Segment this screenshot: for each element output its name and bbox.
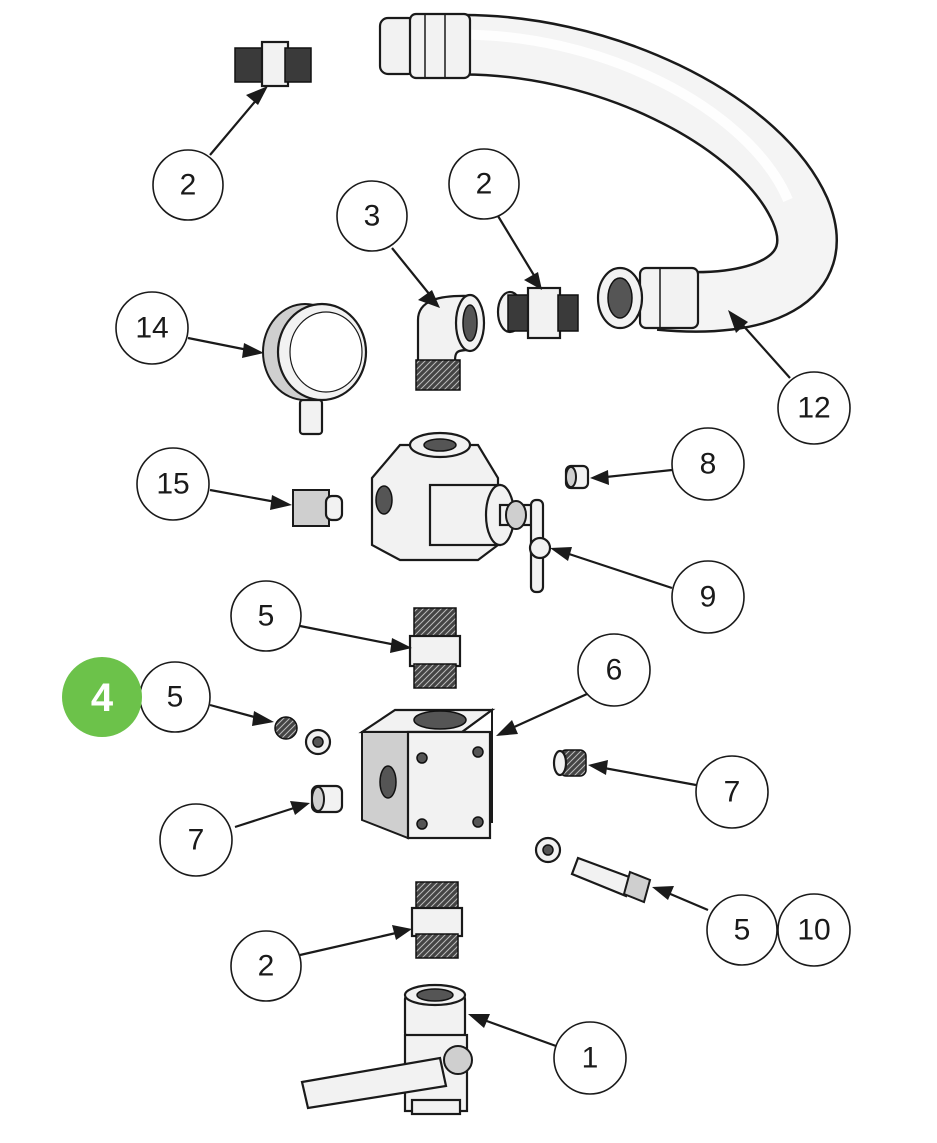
callout-5-upper: 5 [230,580,302,652]
svg-text:12: 12 [797,392,830,425]
cap-fitting [564,464,590,490]
nipple-fitting-top [234,40,312,88]
svg-text:8: 8 [700,448,717,481]
svg-text:5: 5 [734,914,751,947]
nipple-fitting-middle [496,286,579,340]
hose-assembly [378,12,838,333]
nipple-fitting-bottom [410,881,464,959]
regulator-valve [370,431,552,594]
callout-14: 14 [115,291,189,365]
step-badge: 4 [62,657,142,737]
callout-2-bottom: 2 [230,930,302,1002]
svg-text:7: 7 [188,824,205,857]
callout-1: 1 [553,1021,627,1095]
elbow-fitting [415,293,486,391]
callout-2-middle: 2 [448,148,520,220]
pressure-gauge [262,302,368,436]
callout-6: 6 [577,633,651,707]
svg-text:2: 2 [180,169,197,202]
nipple-fitting-upper [408,607,462,689]
svg-text:9: 9 [700,581,717,614]
callout-10: 10 [777,893,851,967]
svg-text:7: 7 [724,776,741,809]
callout-5-left: 5 [139,661,211,733]
callout-7-right: 7 [695,755,769,829]
bolt [570,856,652,904]
callout-15: 15 [136,447,210,521]
washer-right [534,836,562,864]
svg-text:6: 6 [606,654,623,687]
svg-text:2: 2 [258,950,275,983]
svg-text:2: 2 [476,168,493,201]
svg-text:5: 5 [258,600,275,633]
plug-right [552,749,587,777]
manifold-block [358,708,496,840]
callout-8: 8 [671,427,745,501]
svg-text:14: 14 [135,312,168,345]
ball-valve [300,983,473,1116]
svg-text:3: 3 [364,200,381,233]
callout-5-bolt: 5 [706,894,778,966]
callout-12: 12 [777,371,851,445]
small-nut-left [274,716,298,740]
svg-text:4: 4 [91,676,114,720]
callout-9: 9 [671,560,745,634]
svg-text:1: 1 [582,1042,599,1075]
callout-2-top: 2 [152,149,224,221]
leader-lines [187,86,791,1048]
svg-text:10: 10 [797,914,830,947]
svg-text:15: 15 [156,468,189,501]
plug-fitting [292,489,344,527]
callout-3: 3 [336,180,408,252]
callout-7-left: 7 [159,803,233,877]
plug-left [310,784,344,814]
svg-text:5: 5 [167,681,184,714]
washer-left [304,728,332,756]
